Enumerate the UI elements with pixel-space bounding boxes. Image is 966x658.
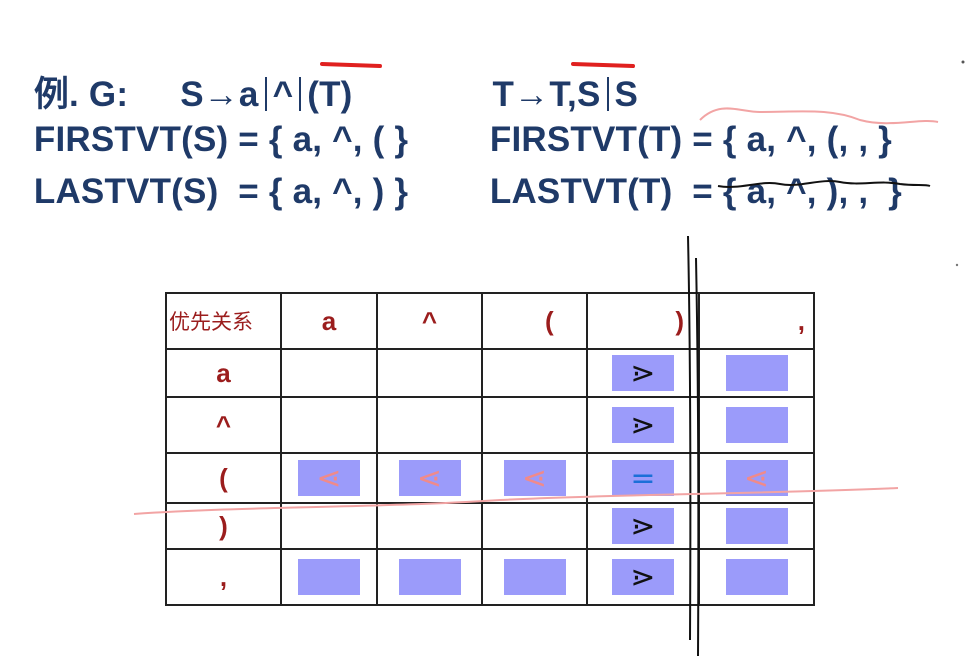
grammar-label: 例. G:: [33, 75, 129, 114]
relation-mark: ⋗: [630, 559, 656, 595]
row-header: a: [165, 348, 282, 398]
dot: [955, 263, 959, 267]
relation-cell: [481, 396, 588, 454]
table-corner-label: 优先关系: [165, 292, 282, 350]
highlight-box: =: [612, 460, 674, 496]
highlight-box: ⋗: [612, 355, 674, 391]
column-header: (: [481, 292, 588, 350]
relation-mark: ⋖: [521, 460, 548, 496]
row-header: ^: [165, 396, 282, 454]
relation-cell: [698, 348, 815, 398]
relation-cell: [698, 502, 815, 550]
relation-cell: [280, 396, 378, 454]
row-header: ,: [165, 548, 282, 606]
table-row: )⋗: [165, 502, 815, 550]
highlight-box: [725, 559, 788, 595]
highlight-box: ⋖: [503, 460, 566, 496]
table-row: ( ⋖ ⋖ ⋖ = ⋖: [165, 452, 815, 504]
relation-cell: ⋖: [376, 452, 483, 504]
lastvt-t: LASTVT(T) = { a, ^, ), , }: [489, 172, 902, 211]
highlight-box: [725, 355, 788, 391]
relation-cell: ⋖: [280, 452, 378, 504]
relation-cell: ⋖: [698, 452, 815, 504]
relation-cell: [481, 548, 588, 606]
highlight-box: ⋖: [398, 460, 461, 496]
relation-mark: ⋖: [316, 460, 342, 496]
column-header: a: [280, 292, 378, 350]
alt-separator: [299, 77, 302, 111]
s-rule-lhs: S→a: [180, 75, 259, 114]
relation-cell: ⋗: [586, 348, 700, 398]
s-rule-alt-caret: ^: [272, 75, 294, 114]
lastvt-s: LASTVT(S) = { a, ^, ) }: [33, 172, 409, 211]
relation-mark: ⋖: [416, 460, 443, 496]
relation-cell: [376, 548, 483, 606]
highlight-box: ⋗: [612, 407, 674, 443]
table-row: ,⋗: [165, 548, 815, 606]
relation-mark: ⋖: [743, 460, 770, 496]
relation-cell: ⋗: [586, 396, 700, 454]
lastvt-line: LASTVT(S) = { a, ^, ) }: [14, 132, 408, 212]
t-rule-lhs: T→: [492, 75, 550, 114]
relation-cell: [481, 348, 588, 398]
relation-cell: ⋗: [586, 502, 700, 550]
relation-mark: ⋗: [630, 407, 656, 443]
t-rule-alt-s: S: [614, 75, 639, 114]
firstvt-line: FIRSTVT(S) = { a, ^, ( }: [14, 80, 408, 160]
highlight-box: [725, 508, 788, 544]
highlight-box: [503, 559, 566, 595]
grammar-line: 例. G: S→a ^ (T) T→T,S S: [14, 26, 638, 117]
relation-cell: ⋗: [586, 548, 700, 606]
lastvt-t-line: LASTVT(T) = { a, ^, ), , }: [470, 132, 902, 212]
column-header: ,: [698, 292, 815, 350]
relation-cell: ⋖: [481, 452, 588, 504]
relation-cell: [280, 502, 378, 550]
table-row: ^⋗: [165, 396, 815, 454]
relation-mark: ⋗: [630, 508, 656, 544]
highlight-box: ⋖: [298, 460, 360, 496]
row-header: ): [165, 502, 282, 550]
relation-mark: =: [630, 460, 656, 496]
firstvt-t: FIRSTVT(T) = { a, ^, (, , }: [489, 120, 892, 159]
alt-separator: [606, 77, 609, 111]
column-header: ): [586, 292, 700, 350]
highlight-box: ⋗: [612, 508, 674, 544]
firstvt-s: FIRSTVT(S) = { a, ^, ( }: [33, 120, 409, 159]
highlight-box: [725, 407, 788, 443]
s-rule-alt-paren: (T): [307, 75, 353, 114]
relation-cell: =: [586, 452, 700, 504]
highlight-box: ⋖: [725, 460, 788, 496]
relation-cell: [376, 502, 483, 550]
highlight-box: [398, 559, 461, 595]
relation-cell: [280, 548, 378, 606]
relation-cell: [698, 396, 815, 454]
table-row: a⋗: [165, 348, 815, 398]
highlight-box: ⋗: [612, 559, 674, 595]
table-header-row: 优先关系 a ^ ( ) ,: [165, 292, 815, 350]
relation-cell: [481, 502, 588, 550]
relation-cell: [376, 396, 483, 454]
relation-cell: [280, 348, 378, 398]
precedence-table: 优先关系 a ^ ( ) , a⋗^⋗(⋖⋖⋖=⋖)⋗,⋗: [165, 292, 815, 606]
relation-cell: [698, 548, 815, 606]
relation-mark: ⋗: [630, 355, 656, 391]
row-header: (: [165, 452, 282, 504]
relation-cell: [376, 348, 483, 398]
t-rule-alt-ts: T,S: [549, 75, 601, 114]
firstvt-t-line: FIRSTVT(T) = { a, ^, (, , }: [470, 80, 892, 160]
highlight-box: [298, 559, 360, 595]
dot: [961, 60, 965, 64]
column-header: ^: [376, 292, 483, 350]
alt-separator: [264, 77, 267, 111]
